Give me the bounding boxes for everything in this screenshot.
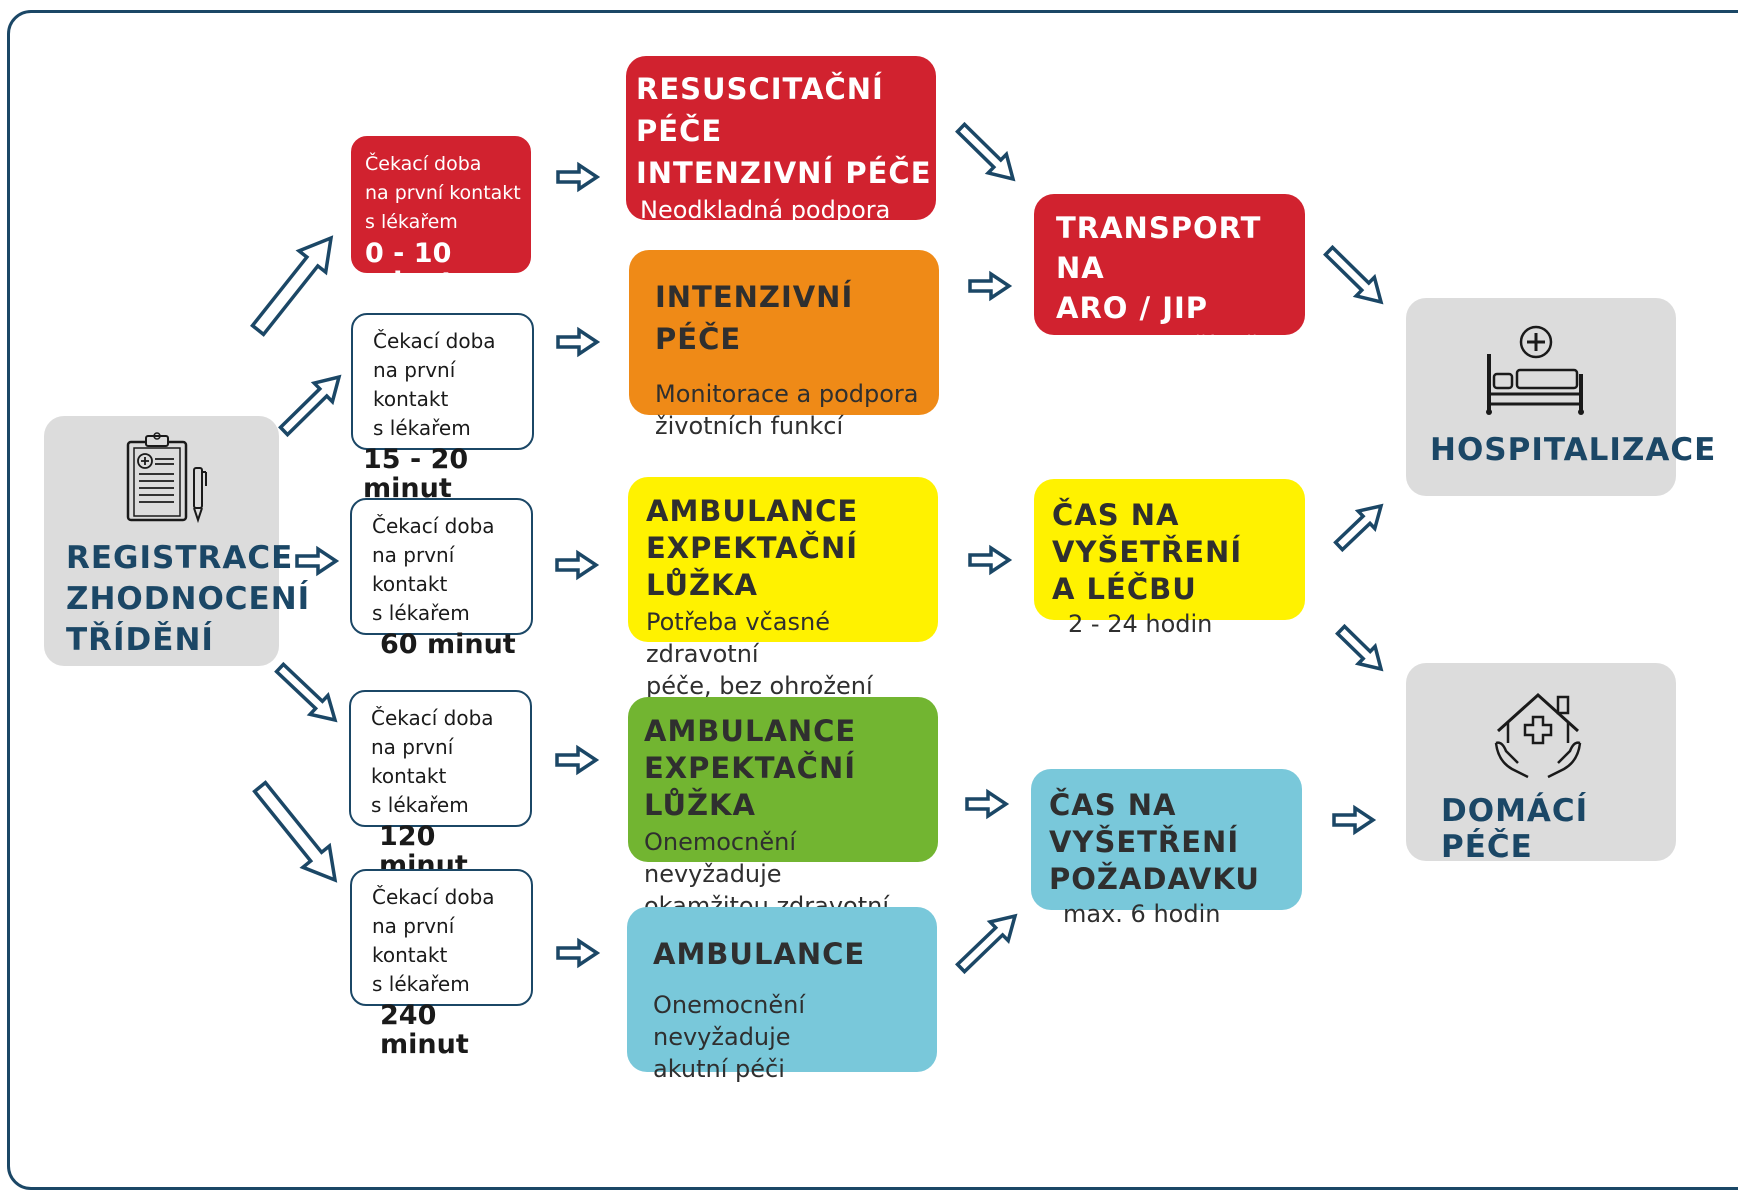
wait-label: na první kontakt [371, 735, 454, 788]
wait-box-1: Čekací doba na první kontakt s lékařem 0… [351, 136, 531, 297]
home-care-title: DOMÁCÍ PÉČE [1441, 793, 1589, 865]
stage-subtitle: V co nejkratším čase [1050, 332, 1300, 360]
wait-label: na první kontakt [372, 543, 455, 596]
hospital-bed-icon [1481, 320, 1591, 416]
stage-title: ČAS NA VYŠETŘENÍ [1049, 788, 1240, 859]
care-subtitle: životních funkcí [655, 412, 844, 440]
care-title: AMBULANCE [646, 494, 859, 528]
arrow-down-right-icon [252, 780, 338, 883]
stage-subtitle: 2 - 24 hodin [1068, 610, 1213, 638]
stage-box-transport: TRANSPORT NA ARO / JIP V co nejkratším č… [1034, 194, 1305, 360]
wait-time: 0 - 10 minut [365, 238, 454, 298]
care-subtitle: Onemocnění nevyžaduje [644, 828, 796, 888]
clipboard-pen-icon [122, 430, 222, 530]
registration-line-3: TŘÍDĚNÍ [66, 622, 214, 658]
care-title: INTENZIVNÍ PÉČE [655, 280, 854, 356]
stage-subtitle: max. 6 hodin [1063, 900, 1221, 928]
arrow-up-right-icon [1333, 503, 1384, 553]
wait-time: 60 minut [380, 629, 516, 660]
wait-label: Čekací doba [371, 706, 494, 730]
care-title: EXPEKTAČNÍ LŮŽKA [644, 751, 857, 822]
arrow-right-icon [968, 270, 1013, 302]
care-box-ambulance: AMBULANCE Onemocnění nevyžaduje akutní p… [627, 907, 937, 1083]
arrow-right-icon [968, 544, 1013, 576]
registration-line-1: REGISTRACE [66, 540, 294, 576]
stage-title: POŽADAVKU [1049, 862, 1260, 896]
arrow-up-right-icon [250, 235, 334, 337]
stage-title: TRANSPORT NA [1056, 211, 1262, 285]
wait-label: s lékařem [372, 601, 470, 625]
arrow-down-right-icon [1335, 623, 1384, 672]
arrow-up-right-icon [278, 374, 342, 438]
arrow-right-icon [965, 788, 1010, 820]
stage-box-treatment: ČAS NA VYŠETŘENÍ A LÉČBU 2 - 24 hodin [1034, 479, 1305, 638]
arrow-right-icon [556, 161, 601, 193]
care-box-ambulance-urgent: AMBULANCE EXPEKTAČNÍ LŮŽKA Potřeba včasn… [628, 477, 938, 732]
arrow-right-icon [556, 937, 601, 969]
care-title: RESUSCITAČNÍ PÉČE [636, 72, 884, 148]
arrow-right-icon [556, 326, 601, 358]
care-box-resuscitation: RESUSCITAČNÍ PÉČE INTENZIVNÍ PÉČE Neodkl… [626, 56, 936, 256]
outcome-hospital: HOSPITALIZACE [1406, 298, 1715, 496]
wait-label: na první kontakt [372, 914, 455, 967]
care-subtitle: Onemocnění nevyžaduje [653, 991, 805, 1051]
arrow-right-icon [555, 549, 600, 581]
arrow-right-icon [295, 545, 340, 577]
care-title: AMBULANCE [644, 714, 857, 748]
care-subtitle: akutní péči [653, 1055, 785, 1083]
stage-title: ARO / JIP [1056, 291, 1209, 325]
home-care-icon [1488, 687, 1588, 783]
stage-title: ČAS NA VYŠETŘENÍ [1052, 498, 1243, 569]
wait-box-5: Čekací doba na první kontakt s lékařem 2… [350, 869, 533, 1059]
wait-label: s lékařem [372, 972, 470, 996]
arrow-up-right-icon [955, 913, 1018, 975]
registration-box: REGISTRACE ZHODNOCENÍ TŘÍDĚNÍ [44, 416, 309, 666]
wait-label: Čekací doba [373, 329, 496, 353]
wait-label: s lékařem [371, 793, 469, 817]
wait-label: s lékařem [365, 211, 458, 233]
wait-label: na první kontakt [365, 182, 521, 204]
arrow-down-right-icon [955, 121, 1016, 182]
arrow-right-icon [555, 744, 600, 776]
wait-label: s lékařem [373, 416, 471, 440]
arrows-svg [250, 121, 1384, 975]
wait-time: 240 minut [380, 1000, 469, 1060]
care-subtitle: Potřeba včasné zdravotní [646, 608, 830, 668]
stage-box-examination: ČAS NA VYŠETŘENÍ POŽADAVKU max. 6 hodin [1031, 769, 1302, 928]
arrow-down-right-icon [1323, 244, 1384, 305]
care-title: AMBULANCE [653, 937, 866, 971]
care-subtitle: Monitorace a podpora [655, 380, 919, 408]
care-subtitle: Neodkladná podpora [640, 196, 891, 224]
wait-label: Čekací doba [372, 514, 495, 538]
registration-line-2: ZHODNOCENÍ [66, 581, 311, 617]
outcome-home-care: DOMÁCÍ PÉČE [1406, 663, 1676, 865]
care-box-intensive: INTENZIVNÍ PÉČE Monitorace a podpora živ… [629, 250, 939, 440]
arrow-right-icon [1332, 804, 1377, 836]
wait-label: Čekací doba [365, 153, 482, 175]
hospital-title: HOSPITALIZACE [1430, 432, 1717, 468]
wait-box-3: Čekací doba na první kontakt s lékařem 6… [350, 498, 533, 659]
care-title: EXPEKTAČNÍ LŮŽKA [646, 531, 859, 602]
stage-title: A LÉČBU [1052, 572, 1197, 606]
wait-label: na první kontakt [373, 358, 456, 411]
wait-label: Čekací doba [372, 885, 495, 909]
arrow-down-right-icon [274, 661, 338, 723]
wait-box-4: Čekací doba na první kontakt s lékařem 1… [349, 690, 532, 880]
care-title: INTENZIVNÍ PÉČE [636, 156, 932, 190]
